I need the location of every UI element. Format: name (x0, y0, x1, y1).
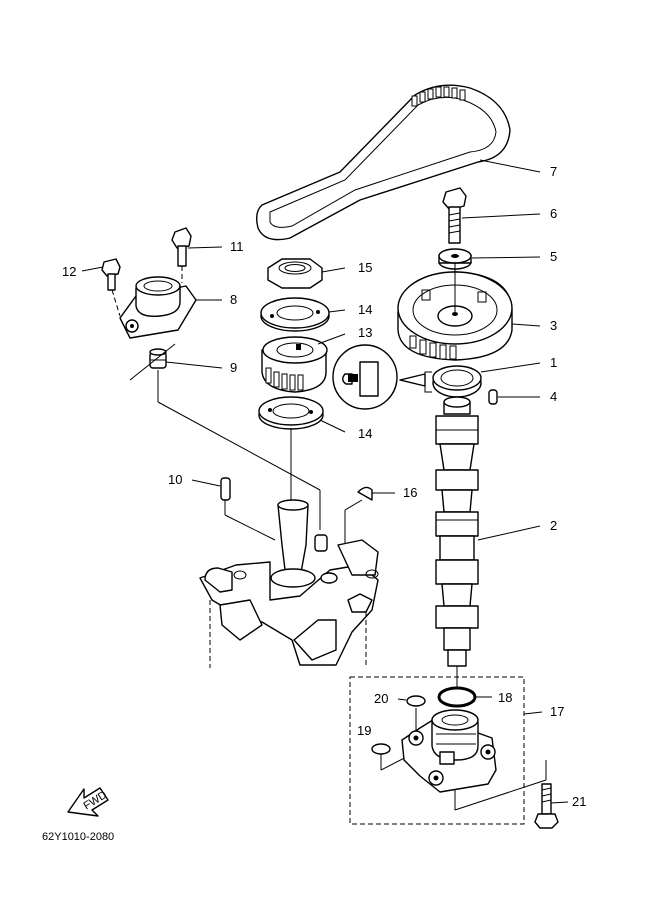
callout-17: 17 (550, 704, 564, 719)
callout-20: 20 (374, 691, 388, 706)
callout-16: 16 (403, 485, 417, 500)
o-ring-18[interactable] (437, 686, 477, 708)
oil-seal[interactable] (432, 365, 482, 398)
collar[interactable] (149, 348, 167, 369)
callout-21: 21 (572, 794, 586, 809)
pump-bolt[interactable] (534, 783, 559, 829)
callout-10: 10 (168, 472, 182, 487)
dowel-pin-4[interactable] (488, 389, 498, 405)
callout-18: 18 (498, 690, 512, 705)
callout-9: 9 (230, 360, 237, 375)
callout-4: 4 (550, 389, 557, 404)
bracket-bolt[interactable] (171, 227, 192, 267)
tensioner-bracket[interactable] (119, 276, 197, 339)
woodruff-key[interactable] (357, 486, 373, 501)
callout-8: 8 (230, 292, 237, 307)
callout-19: 19 (357, 723, 371, 738)
camshaft[interactable] (435, 396, 479, 667)
callout-6: 6 (550, 206, 557, 221)
callout-7: 7 (550, 164, 557, 179)
pulley-bolt[interactable] (442, 187, 467, 244)
callout-11: 11 (230, 239, 244, 254)
timing-belt[interactable] (255, 84, 511, 241)
callout-12: 12 (62, 264, 76, 279)
o-ring-19[interactable] (371, 743, 391, 755)
callout-3: 3 (550, 318, 557, 333)
oil-pump[interactable] (401, 709, 497, 793)
oil-pump-assembly-box (349, 676, 525, 825)
small-bolt[interactable] (101, 258, 121, 291)
seal-detail-inset (332, 344, 398, 410)
washer-plate-lower[interactable] (258, 396, 324, 430)
callout-5: 5 (550, 249, 557, 264)
diagram-code: 62Y1010-2080 (42, 831, 114, 843)
drive-gear[interactable] (261, 336, 328, 393)
washer-plate-upper[interactable] (260, 297, 330, 332)
crankcase-block (199, 499, 379, 666)
fwd-arrow-icon: FWD (67, 787, 110, 817)
callout-1: 1 (550, 355, 557, 370)
callout-14b: 14 (358, 426, 372, 441)
fwd-label: FWD (82, 789, 110, 812)
callout-13: 13 (358, 325, 372, 340)
callout-15: 15 (358, 260, 372, 275)
camshaft-pulley[interactable] (397, 262, 513, 361)
callout-2: 2 (550, 518, 557, 533)
dowel-pin-10[interactable] (220, 477, 231, 501)
callout-14a: 14 (358, 302, 372, 317)
flywheel-nut[interactable] (267, 258, 323, 289)
o-ring-20[interactable] (406, 695, 426, 707)
